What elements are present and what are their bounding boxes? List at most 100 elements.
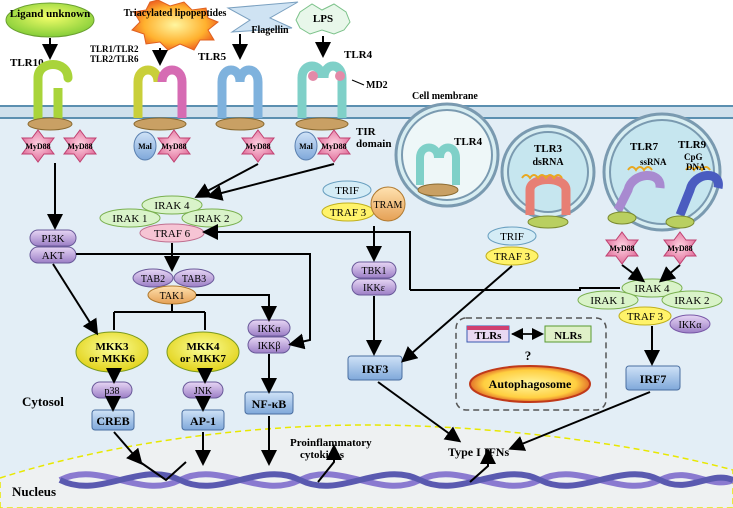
myd88-tlr7: MyD88	[609, 244, 634, 253]
md2-pointer	[351, 79, 365, 86]
tbk1-label: TBK1	[362, 266, 387, 277]
cell-membrane-label: Cell membrane	[412, 91, 478, 102]
akt-label: AKT	[42, 250, 65, 262]
tlr10-label: TLR10	[10, 57, 44, 69]
ikkb-label: IKKβ	[258, 341, 281, 352]
endosome-tlr7-9: TLR7 TLR9 ssRNA CpG DNA	[602, 112, 723, 232]
tlr10-receptor	[27, 60, 73, 131]
endosome-tlr4-label: TLR4	[454, 136, 483, 148]
cpg-label: CpG	[684, 152, 703, 162]
ligand-unknown-label: Ligand unknown	[10, 8, 90, 20]
p38-label: p38	[105, 386, 120, 397]
mkk4-label: MKK4	[187, 341, 220, 353]
myd88-tlr5: MyD88	[245, 142, 270, 151]
endosome-tlr4: TLR4	[394, 102, 500, 208]
mkk3-label: MKK3	[96, 341, 129, 353]
ligand-unknown-shape	[5, 2, 95, 38]
irak4-r-label: IRAK 4	[634, 283, 670, 295]
md2-label: MD2	[366, 80, 388, 91]
mal-tlr2: Mal	[138, 142, 153, 151]
tab2-label: TAB2	[141, 274, 165, 285]
tlr4-label: TLR4	[344, 49, 373, 61]
tab3-shape	[173, 268, 215, 288]
ikke-label: IKKε	[363, 283, 385, 294]
ligand-lps-label: LPS	[313, 13, 333, 25]
type1ifn-label: Type I IFNs	[448, 445, 509, 459]
lps-shape	[295, 3, 351, 35]
ap1-label: AP-1	[190, 414, 216, 428]
nlrs-label: NLRs	[554, 330, 582, 342]
irak1-r-label: IRAK 1	[590, 295, 625, 307]
tak1-label: TAK1	[160, 291, 185, 302]
triacyl-starburst	[131, 0, 219, 51]
creb-to-dna	[139, 461, 187, 482]
ligand-flagellin-label: Flagellin	[251, 25, 289, 36]
irf7-box	[625, 365, 681, 391]
trif-2-shape	[487, 226, 537, 246]
myd88-group-surface: MyD88 MyD88 Mal MyD88 MyD88 Mal MyD88	[21, 129, 351, 163]
traf3-label-1: TRAF 3	[330, 207, 367, 219]
ligand-triacyl-label: Triacylated lipopeptides	[124, 8, 227, 19]
tak1-branches	[76, 224, 620, 350]
ifn-arrow	[469, 448, 496, 483]
tlr2-6-label: TLR2/TLR6	[90, 54, 139, 64]
creb-label: CREB	[96, 414, 129, 428]
irak1-label: IRAK 1	[112, 213, 147, 225]
nucleus-area	[0, 424, 733, 508]
endosome-tlr9-label: TLR9	[678, 139, 707, 151]
myd88-tlr10-b: MyD88	[67, 142, 92, 151]
traf3-label-2: TRAF 3	[494, 251, 531, 263]
flagellin-bolt	[226, 1, 299, 33]
autophagy-panel: TLRs NLRs ? Autophagosome	[455, 317, 607, 411]
pi3k-box	[29, 229, 77, 247]
trif-label-2: TRIF	[500, 231, 524, 243]
or-mkk7-label: or MKK7	[180, 353, 226, 365]
domain-label: domain	[356, 138, 391, 150]
or-mkk6-label: or MKK6	[89, 353, 135, 365]
irak2-label: IRAK 2	[194, 213, 229, 225]
tlr5-label: TLR5	[198, 51, 227, 63]
nfkb-label: NF-κB	[252, 397, 287, 411]
ikke-box	[351, 278, 397, 296]
myd88-tlr9-shape	[663, 231, 697, 265]
dna-helix	[58, 471, 733, 489]
traf6-label: TRAF 6	[154, 228, 191, 240]
proinflammatory-arrow	[317, 444, 342, 483]
tlr1-2-label: TLR1/TLR2	[90, 44, 139, 54]
ligand-arrows	[42, 34, 331, 66]
endosome-tlr3-label: TLR3	[534, 143, 563, 155]
dna-label: DNA	[686, 162, 706, 172]
pi3k-label: PI3K	[41, 233, 64, 245]
cytosol-label: Cytosol	[22, 394, 64, 409]
jnk-label: JNK	[194, 386, 213, 397]
myd88-complex: IRAK 4 IRAK 1 IRAK 2 TRAF 6	[99, 195, 243, 243]
irak2-r-label: IRAK 2	[674, 295, 709, 307]
irf7-label: IRF7	[640, 372, 667, 386]
autophagosome-label: Autophagosome	[489, 377, 572, 391]
pathway-arrows	[47, 163, 681, 466]
tlrs-label: TLRs	[475, 330, 503, 342]
proinflammatory-label-1: Proinflammatory	[290, 437, 372, 449]
ikka-r-label: IKKα	[678, 320, 702, 331]
tram-label: TRAM	[374, 200, 403, 211]
irak4-label: IRAK 4	[154, 200, 190, 212]
nucleus-label: Nucleus	[12, 484, 56, 499]
tbk1-box	[351, 261, 397, 279]
tir-label: TIR	[356, 126, 377, 138]
myd88-tlr10-a: MyD88	[25, 142, 50, 151]
endosome-tlr3: TLR3 dsRNA	[500, 124, 596, 229]
myd88-tlr9: MyD88	[667, 244, 692, 253]
ssrna-label: ssRNA	[640, 157, 667, 167]
question-label: ?	[525, 348, 532, 363]
dsrna-label: dsRNA	[532, 157, 564, 168]
ikka-label: IKKα	[257, 324, 281, 335]
traf3-r-label: TRAF 3	[627, 311, 664, 323]
myd88-tlr2: MyD88	[161, 142, 186, 151]
cell-membrane	[0, 105, 733, 119]
tlr5-receptor	[215, 65, 265, 131]
trif-tram-complex: TRIF TRAF 3 TRAM	[321, 180, 406, 222]
mal-tlr4: Mal	[299, 142, 314, 151]
tab2-shape	[132, 268, 174, 288]
irf3-label: IRF3	[362, 362, 389, 376]
